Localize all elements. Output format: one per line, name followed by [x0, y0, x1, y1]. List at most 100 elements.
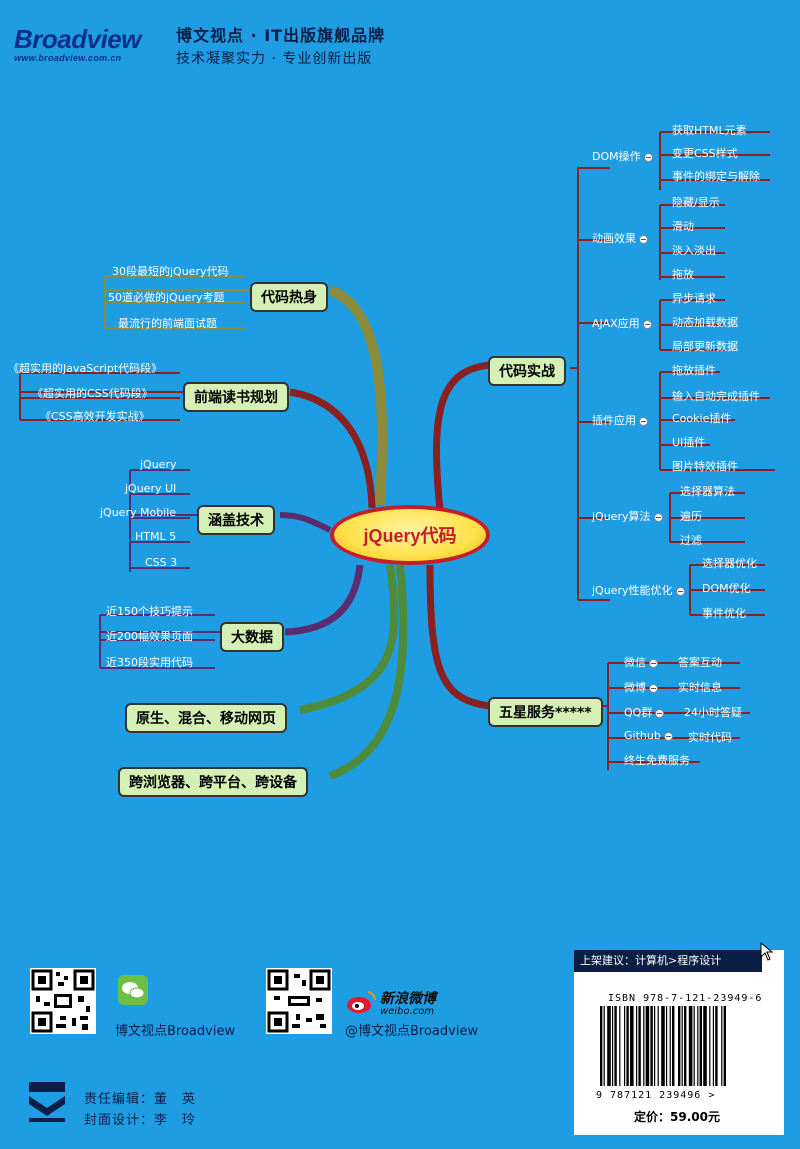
leaf-reading-2: 《超实用的CSS代码段》 — [32, 387, 153, 400]
barcode-bar — [699, 1006, 702, 1086]
leaf-plugin-2: 输入自动完成插件 — [672, 390, 760, 403]
barcode-bar — [678, 1006, 681, 1086]
collapse-icon[interactable] — [639, 234, 648, 244]
service-lifetime: 终生免费服务 — [624, 754, 690, 767]
barcode-bar — [624, 1006, 626, 1086]
leaf-tech-jquery-ui: jQuery UI — [125, 482, 177, 495]
leaf-anim-1: 隐藏/显示 — [672, 196, 720, 209]
barcode — [600, 1006, 726, 1086]
barcode-bar — [657, 1006, 659, 1086]
node-technologies: 涵盖技术 — [197, 505, 275, 535]
leaf-plugin-5: 图片特效插件 — [672, 460, 738, 473]
service-weibo: 微博 — [624, 679, 658, 695]
barcode-bar — [681, 1006, 683, 1086]
barcode-bar — [638, 1006, 641, 1086]
barcode-bar — [607, 1006, 611, 1086]
barcode-bar — [645, 1006, 650, 1086]
collapse-icon[interactable] — [655, 708, 665, 718]
leaf-ajax-2: 动态加载数据 — [672, 316, 738, 329]
barcode-bar — [715, 1006, 718, 1086]
publisher-logo — [25, 1080, 69, 1124]
barcode-bar — [619, 1006, 621, 1086]
barcode-bar — [654, 1006, 656, 1086]
group-dom-label: DOM操作 — [592, 150, 641, 163]
barcode-bar — [643, 1006, 645, 1086]
barcode-bar — [612, 1006, 614, 1086]
wechat-qr-code — [30, 968, 96, 1034]
node-code-practice: 代码实战 — [488, 356, 566, 386]
barcode-bar — [672, 1006, 675, 1086]
weibo-qr-code — [266, 968, 332, 1034]
barcode-number: 9 787121 239496 > — [596, 1090, 716, 1101]
node-cross-browser: 跨浏览器、跨平台、跨设备 — [118, 767, 308, 797]
service-weibo-detail: 实时信息 — [678, 681, 722, 694]
barcode-bar — [688, 1006, 693, 1086]
node-code-warmup: 代码热身 — [250, 282, 328, 312]
node-native-hybrid-mobile: 原生、混合、移动网页 — [125, 703, 287, 733]
weibo-url: weibo.com — [380, 1006, 435, 1017]
leaf-anim-2: 滑动 — [672, 220, 694, 233]
cursor-icon — [760, 942, 774, 961]
center-node: jQuery代码 — [330, 505, 490, 565]
barcode-bar — [709, 1006, 711, 1086]
barcode-bar — [703, 1006, 707, 1086]
leaf-tech-jquery-mobile: jQuery Mobile — [100, 506, 177, 519]
leaf-reading-1: 《超实用的JavaScript代码段》 — [8, 362, 163, 375]
collapse-icon[interactable] — [649, 683, 658, 693]
leaf-code-warmup-3: 最流行的前端面试题 — [118, 317, 217, 330]
weibo-brand: 新浪微博 — [380, 991, 436, 1007]
collapse-icon[interactable] — [675, 586, 685, 596]
barcode-bar — [626, 1006, 629, 1086]
leaf-bigdata-3: 近350段实用代码 — [106, 656, 193, 669]
leaf-algo-1: 选择器算法 — [680, 485, 735, 498]
barcode-bar — [636, 1006, 638, 1086]
logo-url: www.broadview.com.cn — [14, 53, 122, 63]
group-ajax-label: AJAX应用 — [592, 317, 640, 330]
leaf-algo-3: 过滤 — [680, 534, 702, 547]
leaf-perf-1: 选择器优化 — [702, 557, 757, 570]
group-performance-label: jQuery性能优化 — [592, 584, 673, 597]
weibo-label: @博文视点Broadview — [345, 1024, 479, 1039]
logo-text: Broadview — [14, 24, 142, 54]
group-plugins-label: 插件应用 — [592, 414, 636, 427]
collapse-icon[interactable] — [642, 319, 652, 329]
service-qq-label: QQ群 — [624, 706, 653, 719]
editor-credit: 责任编辑：董 英 — [84, 1092, 197, 1107]
collapse-icon[interactable] — [663, 731, 673, 741]
leaf-tech-html5: HTML 5 — [135, 530, 177, 543]
collapse-icon[interactable] — [643, 152, 653, 162]
group-animation: 动画效果 — [592, 230, 648, 246]
service-weibo-label: 微博 — [624, 681, 646, 694]
barcode-bar — [661, 1006, 665, 1086]
leaf-tech-css3: CSS 3 — [145, 556, 178, 569]
group-plugins: 插件应用 — [592, 412, 648, 428]
wechat-label: 博文视点Broadview — [115, 1024, 236, 1039]
barcode-bar — [712, 1006, 714, 1086]
mind-map-branches — [19, 131, 775, 780]
leaf-tech-jquery: jQuery — [140, 458, 177, 471]
group-algorithms: jQuery算法 — [592, 508, 663, 524]
broadview-logo: Broadview www.broadview.com.cn — [14, 26, 164, 63]
barcode-bar — [684, 1006, 687, 1086]
service-wechat: 微信 — [624, 654, 658, 670]
leaf-plugin-3: Cookie插件 — [672, 412, 732, 425]
collapse-icon[interactable] — [639, 416, 648, 426]
collapse-icon[interactable] — [649, 658, 658, 668]
tagline-secondary: 技术凝聚实力 · 专业创新出版 — [176, 51, 373, 67]
isbn-number: ISBN 978-7-121-23949-6 — [608, 993, 763, 1004]
group-dom: DOM操作 — [592, 148, 653, 164]
collapse-icon[interactable] — [653, 512, 663, 522]
leaf-bigdata-2: 近200幅效果页面 — [106, 630, 193, 643]
price: 定价：59.00元 — [634, 1110, 720, 1124]
leaf-bigdata-1: 近150个技巧提示 — [106, 605, 193, 618]
leaf-ajax-3: 局部更新数据 — [672, 340, 738, 353]
group-animation-label: 动画效果 — [592, 232, 636, 245]
barcode-bar — [723, 1006, 726, 1086]
leaf-anim-3: 淡入淡出 — [672, 244, 716, 257]
service-github: Github — [624, 729, 673, 742]
service-qq-detail: 24小时答疑 — [684, 706, 742, 719]
leaf-reading-3: 《CSS高效开发实战》 — [40, 410, 150, 423]
leaf-dom-2: 变更CSS样式 — [672, 147, 738, 160]
designer-credit: 封面设计：李 玲 — [84, 1113, 197, 1128]
